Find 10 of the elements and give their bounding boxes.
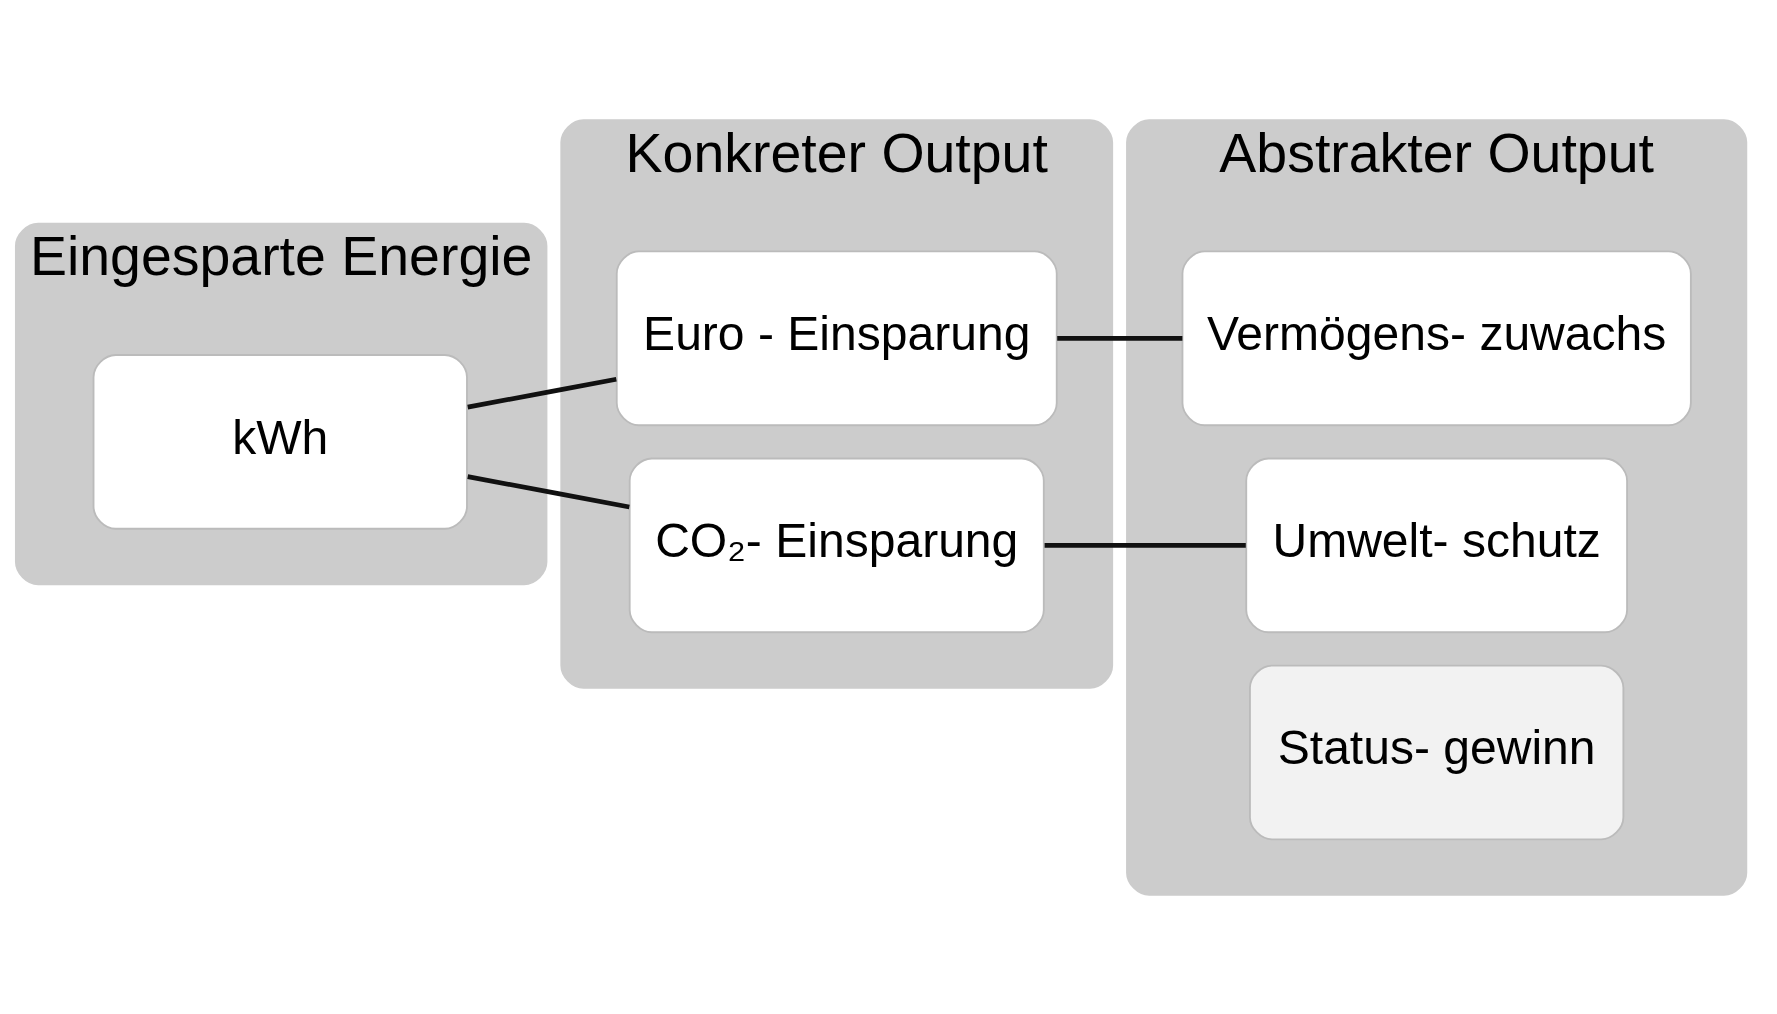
connector (467, 376, 617, 409)
connector (1057, 335, 1183, 341)
node-box: Euro - Einsparung (615, 250, 1058, 426)
node-box: Umwelt- schutz (1245, 457, 1628, 633)
node-box: Status- gewinn (1249, 664, 1625, 840)
connector (1044, 542, 1246, 548)
node-box: kWh (92, 353, 468, 530)
connector (467, 473, 630, 509)
node-box: CO₂- Einsparung (628, 457, 1045, 633)
node-box: Vermögens- zuwachs (1181, 250, 1692, 426)
